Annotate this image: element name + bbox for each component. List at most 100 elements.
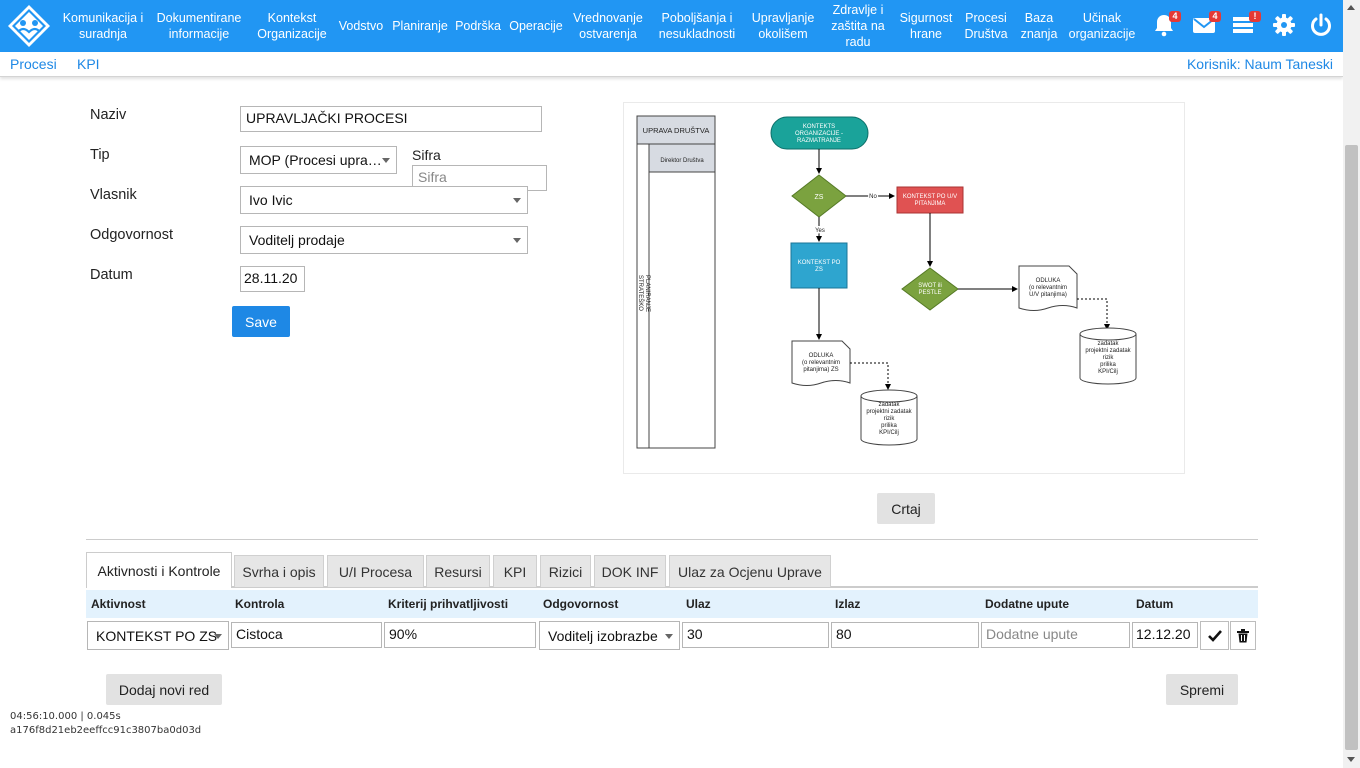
draw-button[interactable]: Crtaj xyxy=(877,493,935,524)
chevron-down-icon xyxy=(513,238,521,243)
notifications-button[interactable]: 4 xyxy=(1151,11,1181,38)
nav-item-zdravlje-i-zastita[interactable]: Zdravlje i zaštita na radu xyxy=(831,3,885,49)
logout-button[interactable] xyxy=(1308,12,1334,38)
tab-svrha-i-opis[interactable]: Svrha i opis xyxy=(234,555,324,587)
start-node-line3: RAZMATRANJE xyxy=(797,138,841,144)
decision-document-uv xyxy=(1018,265,1078,311)
tab-dok-inf[interactable]: DOK INF xyxy=(594,555,666,587)
delete-row-button[interactable] xyxy=(1230,621,1256,650)
db-uv-line5: KPI/Cilj xyxy=(1098,369,1118,375)
logo-icon[interactable] xyxy=(6,3,52,49)
aktivnost-select[interactable]: KONTEKST PO ZS xyxy=(87,621,229,650)
column-header-kriterij: Kriterij prihvatljivosti xyxy=(388,597,509,611)
tip-select-value: MOP (Procesi upra… xyxy=(249,152,382,168)
nav-item-procesi-drustva[interactable]: Procesi Društva xyxy=(964,11,1008,41)
doc-zs-line1: ODLUKA xyxy=(809,353,834,359)
database-zs xyxy=(860,396,918,446)
process-flowchart: UPRAVA DRUŠTVA Direktor Društva STRATEŠK… xyxy=(636,115,1137,449)
scroll-down-icon[interactable] xyxy=(1347,757,1355,762)
table-header: Aktivnost Kontrola Kriterij prihvatljivo… xyxy=(86,590,1258,618)
nav-item-sigurnost-hrane[interactable]: Sigurnost hrane xyxy=(899,11,953,41)
power-icon xyxy=(1311,13,1331,36)
nav-item-komunikacija[interactable]: Komunikacija i suradnja xyxy=(62,11,144,41)
doc-uv-line3: U/V pitanjima) xyxy=(1029,292,1067,298)
sifra-label: Sifra xyxy=(412,147,441,163)
swimlane-role-label: Direktor Društva xyxy=(660,158,704,164)
context-zs-line2: ZS xyxy=(815,267,823,273)
tab-rizici[interactable]: Rizici xyxy=(540,555,591,587)
spremi-button[interactable]: Spremi xyxy=(1166,674,1238,705)
trash-icon xyxy=(1237,628,1249,642)
nav-item-podrska[interactable]: Podrška xyxy=(455,19,501,33)
tasks-badge: ! xyxy=(1249,11,1261,22)
izlaz-input[interactable]: 80 xyxy=(831,622,979,648)
top-navigation-bar: Komunikacija i suradnja Dokumentirane in… xyxy=(0,0,1343,52)
process-diagram[interactable]: UPRAVA DRUŠTVA Direktor Društva STRATEŠK… xyxy=(623,102,1185,474)
doc-zs-line3: pitanjima) ZS xyxy=(803,367,838,373)
nav-item-baza-znanja[interactable]: Baza znanja xyxy=(1020,11,1058,41)
scroll-up-icon[interactable] xyxy=(1347,5,1355,10)
scrollbar-thumb[interactable] xyxy=(1345,145,1358,750)
nav-item-vrednovanje-ostvarenja[interactable]: Vrednovanje ostvarenja xyxy=(573,11,643,41)
kontrola-input[interactable]: Cistoca xyxy=(231,622,382,648)
settings-button[interactable] xyxy=(1271,12,1297,38)
build-hash: a176f8d21eb2eeffcc91c3807ba0d03d xyxy=(10,725,202,736)
context-zs-line1: KONTEKST PO xyxy=(798,260,841,266)
decision-zs-label: ZS xyxy=(815,194,824,201)
column-header-izlaz: Izlaz xyxy=(835,597,861,611)
db-zs-line5: KPI/Cilj xyxy=(879,430,899,436)
odgovornost-select[interactable]: Voditelj prodaje xyxy=(240,226,528,254)
subnav-link-kpi[interactable]: KPI xyxy=(77,56,100,72)
current-user-label[interactable]: Korisnik: Naum Taneski xyxy=(1186,56,1333,72)
start-node-line1: KONTEKTS xyxy=(803,124,835,130)
subnav-link-procesi[interactable]: Procesi xyxy=(10,56,57,72)
aktivnost-select-value: KONTEKST PO ZS xyxy=(96,628,218,644)
datum-input[interactable]: 28.11.20 xyxy=(240,266,305,292)
dodatne-upute-input[interactable]: Dodatne upute xyxy=(981,622,1130,648)
tab-ulaz-za-ocjenu-uprave[interactable]: Ulaz za Ocjenu Uprave xyxy=(669,555,831,587)
kriterij-input[interactable]: 90% xyxy=(384,622,536,648)
nav-item-vodstvo[interactable]: Vodstvo xyxy=(338,19,384,33)
chevron-down-icon xyxy=(382,158,390,163)
db-uv-line4: prilika xyxy=(1100,362,1116,368)
naziv-input[interactable]: UPRAVLJAČKI PROCESI xyxy=(240,106,542,132)
nav-item-poboljsanja[interactable]: Poboljšanja i nesukladnosti xyxy=(658,11,736,41)
messages-button[interactable]: 4 xyxy=(1191,11,1221,38)
ulaz-input[interactable]: 30 xyxy=(682,622,829,648)
save-button[interactable]: Save xyxy=(232,306,290,337)
notifications-badge: 4 xyxy=(1169,11,1181,22)
nav-item-upravljanje-okolisem[interactable]: Upravljanje okolišem xyxy=(751,11,815,41)
messages-badge: 4 xyxy=(1209,11,1221,22)
nav-item-planiranje[interactable]: Planiranje xyxy=(392,19,448,33)
section-divider xyxy=(86,539,1258,540)
tab-ui-procesa[interactable]: U/I Procesa xyxy=(327,555,424,587)
doc-uv-line2: (o relevantnim xyxy=(1029,285,1067,291)
naziv-label: Naziv xyxy=(90,107,127,123)
odgovornost-row-select[interactable]: Voditelj izobrazbe xyxy=(539,621,680,650)
nav-item-kontekst-organizacije[interactable]: Kontekst Organizacije xyxy=(257,11,327,41)
nav-item-dokumentirane-informacije[interactable]: Dokumentirane informacije xyxy=(156,11,242,41)
doc-zs-line2: (o relevantnim xyxy=(802,360,840,366)
db-uv-line1: zadatak xyxy=(1097,341,1119,347)
nav-item-ucinak-organizacije[interactable]: Učinak organizacije xyxy=(1068,11,1136,41)
add-row-button[interactable]: Dodaj novi red xyxy=(106,674,222,705)
page-scrollbar[interactable] xyxy=(1343,0,1360,768)
confirm-row-button[interactable] xyxy=(1200,621,1229,650)
db-zs-line2: projektni zadatak xyxy=(866,409,912,415)
nav-item-operacije[interactable]: Operacije xyxy=(509,19,563,33)
context-uv-process xyxy=(896,186,964,214)
vlasnik-select[interactable]: Ivo Ivic xyxy=(240,186,528,214)
tab-resursi[interactable]: Resursi xyxy=(426,555,490,587)
tab-kpi[interactable]: KPI xyxy=(493,555,537,587)
context-uv-line1: KONTEKST PO U/V xyxy=(903,194,957,200)
datum-label: Datum xyxy=(90,267,133,283)
datum-row-input[interactable]: 12.12.20 xyxy=(1132,622,1198,648)
check-icon xyxy=(1207,629,1222,642)
db-zs-line4: prilika xyxy=(881,423,897,429)
gear-icon xyxy=(1273,14,1295,36)
start-node-line2: ORGANIZACIJE - xyxy=(795,131,843,137)
tab-aktivnosti-i-kontrole[interactable]: Aktivnosti i Kontrole xyxy=(86,552,232,588)
tasks-button[interactable]: ! xyxy=(1231,11,1261,38)
tip-select[interactable]: MOP (Procesi upra… xyxy=(240,146,397,174)
db-uv-line2: projektni zadatak xyxy=(1085,348,1131,354)
